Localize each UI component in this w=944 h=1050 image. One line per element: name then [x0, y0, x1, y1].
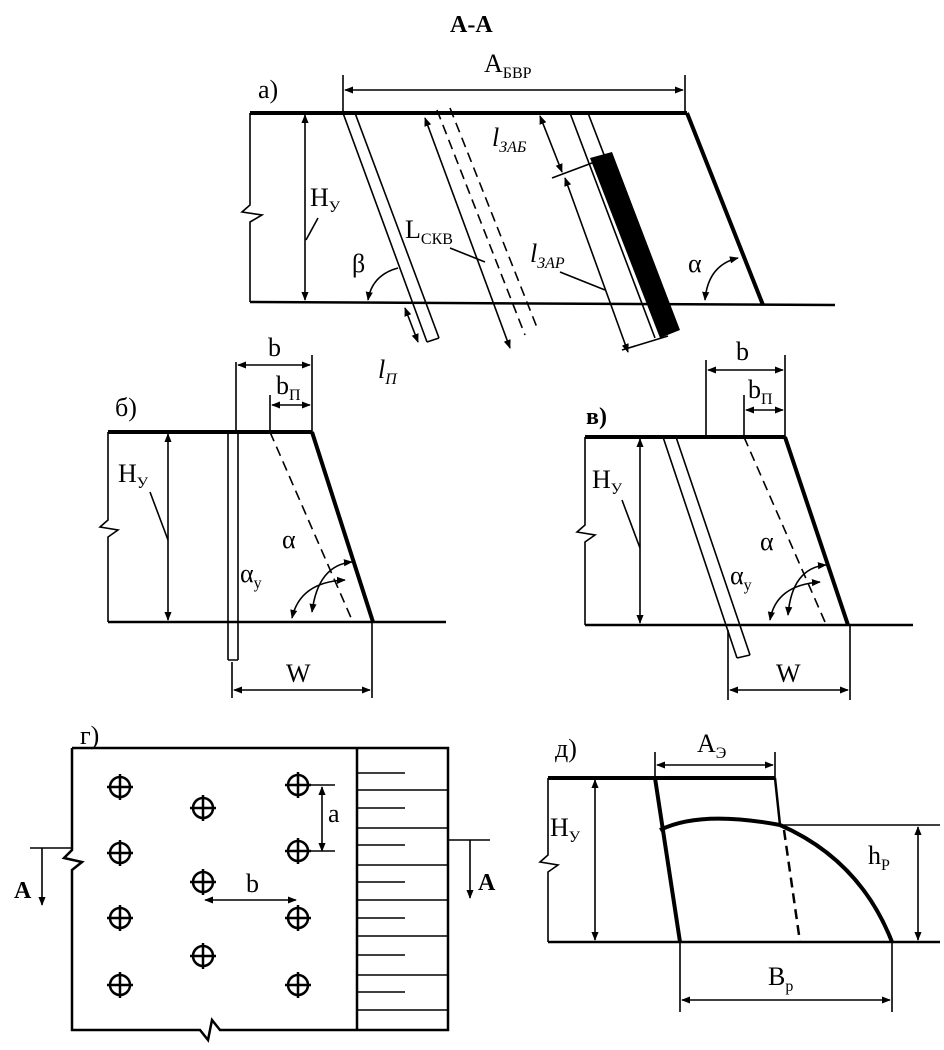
panel-d-dashed-line	[782, 829, 802, 943]
panel-g-a-label: а	[328, 799, 340, 828]
panel-b-alpha-y-label: αу	[240, 559, 262, 592]
panel-v-hole	[662, 436, 751, 659]
panel-b-hy-leader	[149, 491, 169, 541]
panel-a-hole-1	[342, 112, 440, 343]
panel-v-bp-label: bП	[748, 375, 773, 408]
panel-d-label: д)	[555, 734, 577, 763]
panel-a-hy-label: НУ	[310, 183, 341, 216]
panel-b-break-line	[98, 432, 121, 622]
panel-b-dashed-line	[269, 431, 353, 621]
panel-v: в) b bП НУ α αу W	[575, 337, 913, 700]
panel-d-bp-label: Вр	[768, 962, 793, 995]
panel-d-bp-ext	[679, 942, 893, 1012]
panel-v-b-ext	[705, 355, 786, 437]
panel-v-alpha-y-arc	[767, 578, 821, 621]
panel-b-hole	[227, 432, 239, 661]
section-title: А-А	[450, 12, 493, 38]
panel-a-lp-label: lП	[378, 355, 398, 388]
blast-hole	[107, 774, 133, 800]
panel-a-beta-arc	[365, 267, 399, 301]
panel-v-bench-face	[783, 436, 850, 626]
panel-d-new-face	[773, 777, 782, 826]
panel-g-b-label: b	[246, 869, 259, 898]
panel-b-b-label: b	[268, 333, 281, 362]
panel-a-lzar-dimension	[564, 177, 629, 353]
blast-hole	[285, 772, 311, 798]
panel-d-old-face	[653, 777, 682, 943]
panel-b: б) b bП НУ α αу W	[98, 333, 446, 698]
panel-g-a-ext	[310, 784, 335, 852]
panel-a: а) АБВР НУ lП β LСКВ lЗАБ	[240, 49, 836, 388]
panel-a-label: а)	[258, 75, 278, 104]
blast-hole	[285, 838, 311, 864]
panel-a-lzab-dimension	[539, 115, 563, 173]
panel-v-label: в)	[586, 404, 607, 430]
panel-g-rock-rows	[357, 772, 448, 1011]
panel-a-lp-dimension	[404, 307, 419, 343]
panel-v-break-line	[575, 437, 598, 625]
panel-d-hy-label: НУ	[550, 813, 581, 846]
blast-hole	[190, 869, 216, 895]
panel-v-alpha-arc	[785, 562, 827, 616]
panel-a-lzar-tick	[621, 335, 669, 351]
panel-g-label: г)	[80, 721, 99, 750]
panel-a-hy-leader	[305, 217, 319, 241]
panel-g-blast-holes	[107, 772, 311, 998]
panel-a-bvr-label: АБВР	[484, 49, 532, 82]
panel-a-lskv-dimension	[424, 117, 511, 349]
panel-a-break-line	[240, 113, 265, 302]
panel-b-alpha-arc	[309, 559, 353, 613]
panel-v-alpha-y-label: αу	[730, 561, 752, 594]
panel-a-lzab-label: lЗАБ	[492, 123, 527, 156]
panel-d-ae-label: АЭ	[697, 729, 726, 762]
panel-v-hy-leader	[621, 499, 641, 549]
panel-b-w-label: W	[286, 659, 311, 688]
panel-b-hy-label: НУ	[118, 459, 149, 492]
blast-hole	[285, 972, 311, 998]
panel-a-lzab-tick	[551, 159, 601, 179]
panel-g-section-left-label: А	[14, 878, 32, 904]
panel-b-bench-face	[310, 431, 375, 623]
panel-a-lskv-label: LСКВ	[405, 215, 453, 248]
panel-b-w-ext	[231, 622, 373, 698]
panel-a-alpha-label: α	[688, 249, 702, 278]
panel-a-bench-floor	[249, 300, 836, 307]
panel-a-charge	[590, 152, 680, 338]
panel-d-break-line	[538, 778, 561, 942]
panel-d: д) АЭ НУ hР Вр	[538, 729, 940, 1012]
blast-hole	[107, 905, 133, 931]
blast-hole	[285, 905, 311, 931]
panel-a-beta-label: β	[352, 249, 365, 278]
panel-b-label: б)	[115, 393, 137, 422]
panel-g: г)	[14, 721, 496, 1043]
panel-a-bench-face	[685, 112, 765, 306]
panel-v-w-ext	[727, 625, 851, 700]
panel-d-ae-ext	[654, 752, 776, 778]
panel-a-alpha-arc	[702, 256, 739, 301]
panel-v-alpha-label: α	[760, 527, 774, 556]
panel-a-lskv-leader	[449, 247, 486, 263]
blast-hole	[107, 840, 133, 866]
blast-hole	[190, 795, 216, 821]
panel-b-alpha-label: α	[282, 525, 296, 554]
panel-g-section-right-label: А	[478, 870, 496, 896]
blast-hole	[107, 972, 133, 998]
panel-v-hy-label: НУ	[592, 465, 623, 498]
panel-b-b-ext	[235, 355, 313, 432]
panel-d-muckpile-curve	[659, 816, 894, 943]
panel-d-hp-label: hР	[868, 841, 890, 874]
panel-b-bp-label: bП	[276, 371, 301, 404]
panel-a-lzar-label: lЗАР	[530, 239, 565, 272]
panel-b-alpha-y-arc	[290, 576, 346, 619]
panel-a-lzar-leader	[559, 271, 606, 291]
blast-hole	[190, 943, 216, 969]
panel-v-w-label: W	[776, 659, 801, 688]
panel-v-b-label: b	[736, 337, 749, 366]
